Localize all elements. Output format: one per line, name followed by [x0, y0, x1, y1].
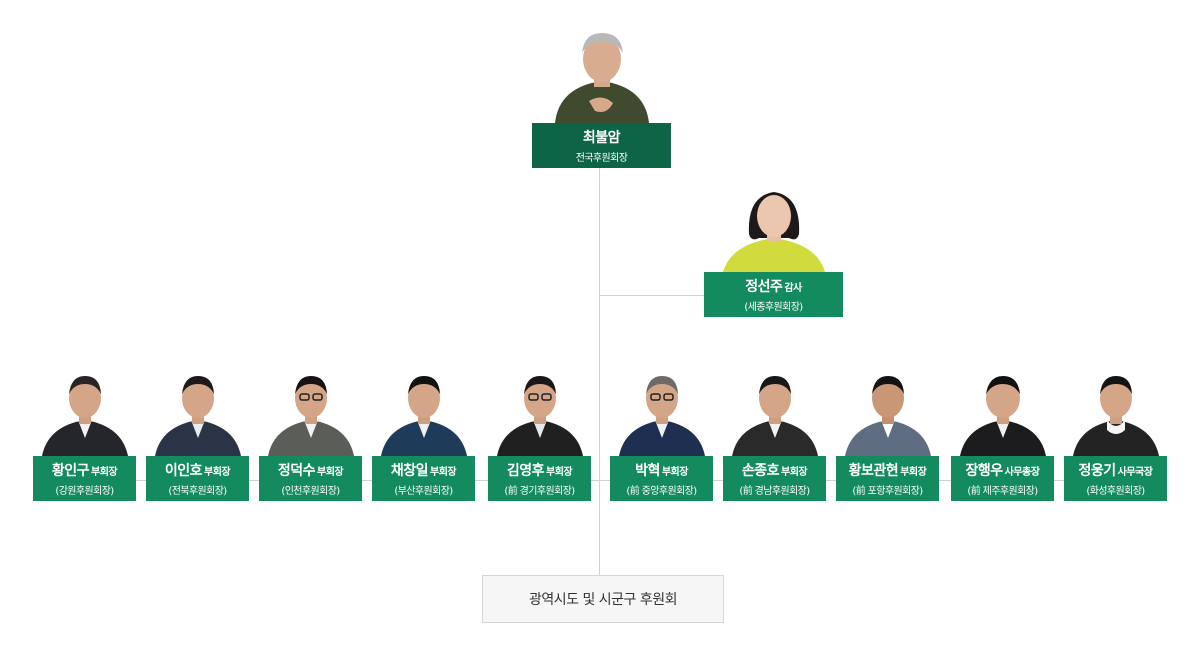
member-role: 사무국장 — [1117, 466, 1153, 478]
member-role: 부회장 — [900, 466, 927, 478]
member-affiliation: (부산후원회장) — [394, 486, 453, 498]
person-photo-icon — [496, 376, 583, 456]
member-name: 정덕수 — [277, 462, 316, 479]
member-affiliation: (전북후원회장) — [168, 486, 227, 498]
member-name: 박혁 — [635, 462, 660, 479]
member-role: 사무총장 — [1004, 466, 1040, 478]
member-name: 손종호 — [741, 462, 780, 479]
person-photo-icon — [722, 192, 825, 272]
chairman-label: 최불암 전국후원회장 — [532, 123, 671, 168]
person-photo-icon — [554, 33, 649, 123]
auditor-affiliation: (세종후원회장) — [744, 302, 803, 314]
connector-trunk — [599, 168, 600, 576]
person-photo-icon — [41, 376, 128, 456]
member-name: 이인호 — [164, 462, 203, 479]
person-photo-icon — [844, 376, 931, 456]
member-name: 황인구 — [51, 462, 90, 479]
member-affiliation: (강원후원회장) — [55, 486, 114, 498]
auditor-name: 정선주 — [745, 278, 783, 295]
member-affiliation: (前 포항후원회장) — [852, 486, 923, 498]
person-photo-icon — [618, 376, 705, 456]
member-name: 황보관현 — [848, 462, 899, 479]
member-name: 채창일 — [390, 462, 429, 479]
connector-auditor — [599, 295, 704, 296]
person-photo-icon — [267, 376, 354, 456]
person-photo-icon — [380, 376, 467, 456]
member-affiliation: (화성후원회장) — [1086, 486, 1145, 498]
person-photo-icon — [1072, 376, 1159, 456]
person-photo-icon — [731, 376, 818, 456]
member-affiliation: (前 중앙후원회장) — [626, 486, 697, 498]
association-box: 광역시도 및 시군구 후원회 — [482, 575, 724, 623]
member-role: 부회장 — [546, 466, 573, 478]
member-name: 장행우 — [965, 462, 1004, 479]
chairman-node: 최불암 전국후원회장 — [532, 33, 671, 168]
member-affiliation: (前 경남후원회장) — [739, 486, 810, 498]
auditor-role: 감사 — [784, 282, 802, 294]
member-role: 부회장 — [204, 466, 231, 478]
member-affiliation: (인천후원회장) — [281, 486, 340, 498]
member-name: 정웅기 — [1078, 462, 1117, 479]
member-role: 부회장 — [661, 466, 689, 478]
chairman-name: 최불암 — [582, 129, 621, 146]
member-role: 부회장 — [781, 466, 808, 478]
member-role: 부회장 — [430, 466, 457, 478]
member-affiliation: (前 경기후원회장) — [504, 486, 575, 498]
member-affiliation: (前 제주후원회장) — [967, 486, 1038, 498]
member-role: 부회장 — [317, 466, 344, 478]
member-name: 김영후 — [506, 462, 545, 479]
member-role: 부회장 — [91, 466, 118, 478]
person-photo-icon — [154, 376, 241, 456]
person-photo-icon — [959, 376, 1046, 456]
chairman-affiliation: 전국후원회장 — [575, 153, 628, 165]
connector-members — [84, 480, 1116, 481]
